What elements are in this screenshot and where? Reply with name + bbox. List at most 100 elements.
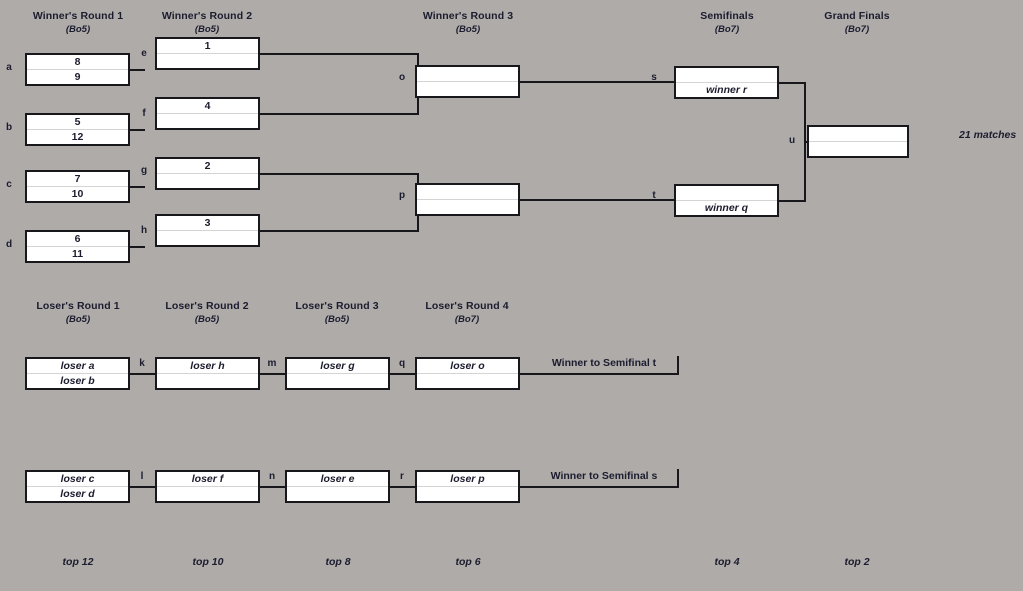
round-format: (Bo5) <box>65 24 91 36</box>
placing-label-top-8: top 8 <box>325 556 351 568</box>
round-title: Loser's Round 4 <box>425 300 509 312</box>
connector-t-to-u <box>778 199 806 202</box>
match-box-a[interactable]: 8 9 <box>25 53 130 86</box>
match-id-r: r <box>400 471 404 482</box>
connector-c-to-g <box>129 185 145 188</box>
match-slot-top: 1 <box>157 39 258 54</box>
match-slot-top <box>676 68 777 83</box>
round-format: (Bo5) <box>194 24 220 36</box>
match-slot-bottom: winner q <box>676 201 777 215</box>
match-id-e: e <box>141 48 147 59</box>
match-box-n[interactable]: loser e <box>285 470 390 503</box>
connector-a-to-e <box>129 68 145 71</box>
match-slot-top: 4 <box>157 99 258 114</box>
match-slot-bottom: loser d <box>27 487 128 501</box>
match-id-u: u <box>788 135 796 146</box>
round-header-grand-finals: Grand Finals (Bo7) <box>787 10 927 36</box>
placing-label-top-10: top 10 <box>192 556 224 568</box>
match-slot-top: loser o <box>417 359 518 374</box>
match-id-q: q <box>398 358 406 369</box>
match-id-g: g <box>140 165 148 176</box>
match-id-c: c <box>6 179 12 190</box>
match-slot-top: loser e <box>287 472 388 487</box>
match-box-q[interactable]: loser o <box>415 357 520 390</box>
match-box-r[interactable]: loser p <box>415 470 520 503</box>
match-slot-bottom <box>287 487 388 501</box>
round-header-winners-round-3: Winner's Round 3 (Bo5) <box>398 10 538 36</box>
match-slot-top: loser p <box>417 472 518 487</box>
match-box-g[interactable]: 2 <box>155 157 260 190</box>
connector-f-to-o <box>259 112 419 115</box>
connector-endcap-upper <box>677 356 680 373</box>
match-box-k[interactable]: loser h <box>155 357 260 390</box>
connector-h-to-p <box>259 229 419 232</box>
round-header-losers-round-4: Loser's Round 4 (Bo7) <box>397 300 537 326</box>
match-box-m[interactable]: loser g <box>285 357 390 390</box>
match-box-e[interactable]: 1 <box>155 37 260 70</box>
match-slot-top: 6 <box>27 232 128 247</box>
match-box-c[interactable]: 7 10 <box>25 170 130 203</box>
connector-d-to-h <box>129 245 145 248</box>
round-title: Winner's Round 1 <box>32 10 124 22</box>
round-title: Loser's Round 2 <box>165 300 249 312</box>
match-box-b[interactable]: 5 12 <box>25 113 130 146</box>
connector-losers-lower-3-4 <box>389 485 416 488</box>
connector-losers-lower-1-2 <box>129 485 156 488</box>
advance-label-upper: Winner to Semifinal t <box>551 357 657 369</box>
round-title: Loser's Round 3 <box>295 300 379 312</box>
match-box-losers-lower-r1[interactable]: loser c loser d <box>25 470 130 503</box>
match-box-u[interactable] <box>807 125 909 158</box>
round-header-winners-round-1: Winner's Round 1 (Bo5) <box>8 10 148 36</box>
placing-label-top-6: top 6 <box>455 556 481 568</box>
round-header-losers-round-2: Loser's Round 2 (Bo5) <box>137 300 277 326</box>
match-id-a: a <box>6 62 12 73</box>
match-slot-bottom <box>157 174 258 188</box>
match-slot-top: 5 <box>27 115 128 130</box>
match-slot-bottom <box>157 231 258 245</box>
total-matches-note: 21 matches <box>959 129 1017 141</box>
match-slot-top <box>417 67 518 82</box>
match-box-f[interactable]: 4 <box>155 97 260 130</box>
match-slot-bottom <box>809 142 907 156</box>
match-id-p: p <box>398 190 406 201</box>
match-slot-bottom <box>417 82 518 96</box>
match-slot-bottom <box>417 200 518 214</box>
advance-label-lower: Winner to Semifinal s <box>550 470 658 482</box>
match-slot-bottom <box>157 54 258 68</box>
match-id-k: k <box>139 358 145 369</box>
match-id-b: b <box>5 122 13 133</box>
match-id-t: t <box>652 190 656 201</box>
round-format: (Bo5) <box>455 24 481 36</box>
match-id-d: d <box>5 239 13 250</box>
round-format: (Bo7) <box>454 314 480 326</box>
match-slot-top: 2 <box>157 159 258 174</box>
match-box-h[interactable]: 3 <box>155 214 260 247</box>
round-title: Winner's Round 2 <box>161 10 253 22</box>
match-slot-top: loser c <box>27 472 128 487</box>
match-slot-bottom: winner r <box>676 83 777 97</box>
connector-r-to-semifinal-s <box>519 485 679 488</box>
match-box-s[interactable]: winner r <box>674 66 779 99</box>
match-box-d[interactable]: 6 11 <box>25 230 130 263</box>
match-box-losers-upper-r1[interactable]: loser a loser b <box>25 357 130 390</box>
round-format: (Bo5) <box>324 314 350 326</box>
match-slot-top <box>417 185 518 200</box>
match-slot-top: loser f <box>157 472 258 487</box>
match-box-t[interactable]: winner q <box>674 184 779 217</box>
round-format: (Bo5) <box>65 314 91 326</box>
match-slot-bottom: 9 <box>27 70 128 84</box>
match-slot-bottom <box>157 114 258 128</box>
round-header-losers-round-3: Loser's Round 3 (Bo5) <box>267 300 407 326</box>
match-box-l[interactable]: loser f <box>155 470 260 503</box>
match-id-s: s <box>651 72 657 83</box>
match-slot-bottom: 10 <box>27 187 128 201</box>
match-id-h: h <box>140 225 148 236</box>
match-box-p[interactable] <box>415 183 520 216</box>
placing-label-top-2: top 2 <box>844 556 870 568</box>
connector-losers-lower-2-3 <box>259 485 286 488</box>
round-title: Loser's Round 1 <box>36 300 120 312</box>
match-slot-top: 3 <box>157 216 258 231</box>
match-box-o[interactable] <box>415 65 520 98</box>
match-slot-bottom: 11 <box>27 247 128 261</box>
match-slot-top: loser h <box>157 359 258 374</box>
